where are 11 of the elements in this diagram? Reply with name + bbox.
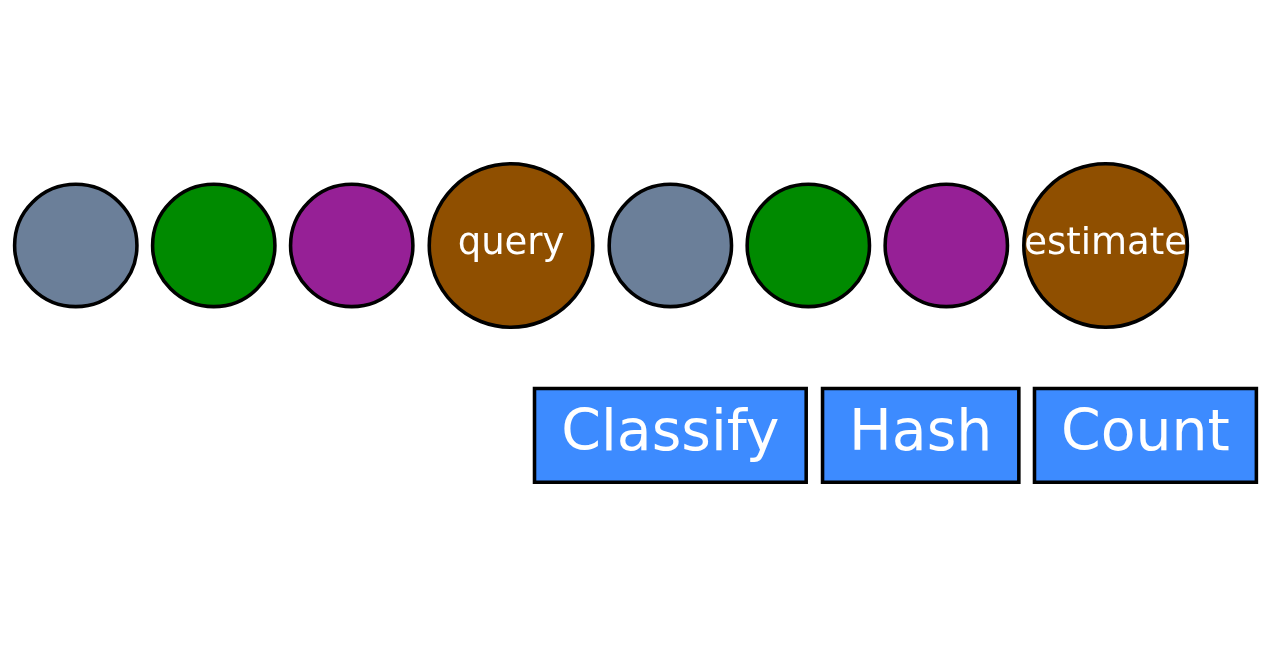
node-box: Hash (820, 386, 1021, 484)
node-box: Classify (532, 386, 808, 484)
node-circle (288, 182, 415, 308)
node-box: Count (1032, 386, 1259, 484)
node-circle (745, 182, 872, 308)
node-circle (607, 182, 734, 308)
node-circle (12, 182, 139, 308)
node-circle: estimate (1022, 161, 1190, 329)
node-circle (883, 182, 1010, 308)
node-circle (150, 182, 277, 308)
node-circle: query (427, 161, 595, 329)
